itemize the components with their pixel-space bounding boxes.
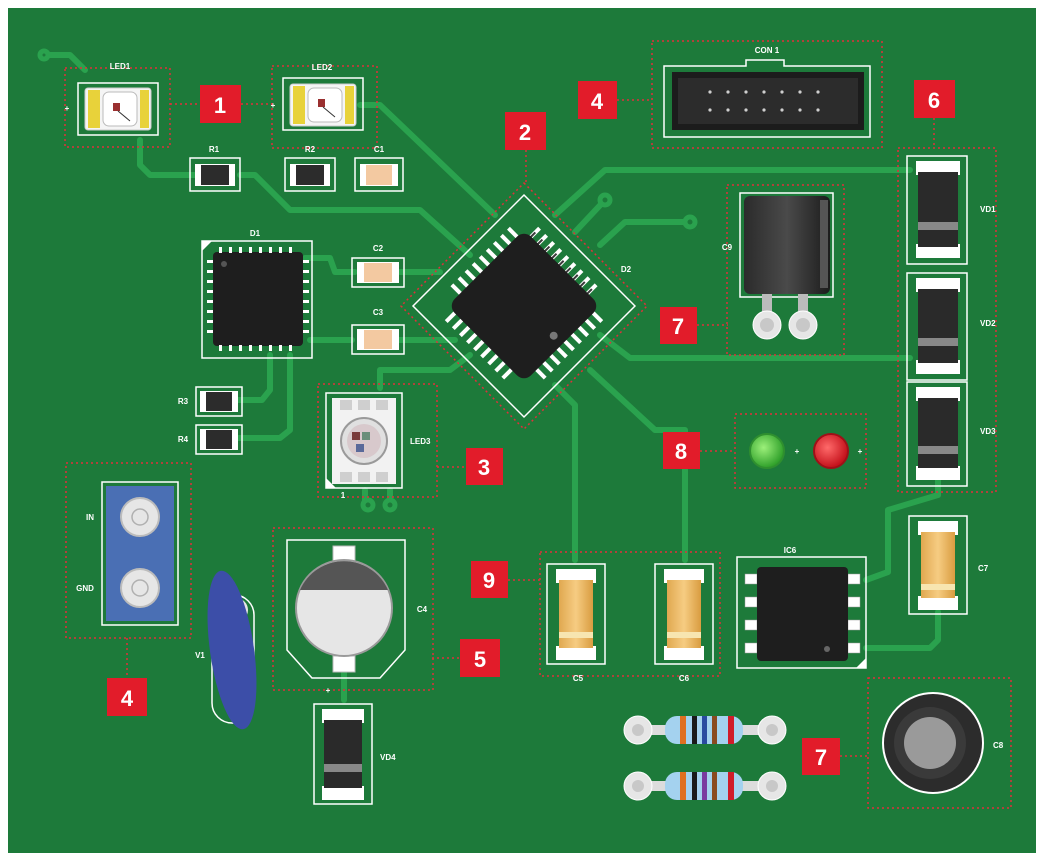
vd3-label: VD3: [980, 427, 996, 436]
r1-resistor: [189, 157, 241, 192]
svg-text:9: 9: [483, 568, 495, 593]
led2-plus: +: [271, 101, 276, 110]
vd2-label: VD2: [980, 319, 996, 328]
callout-badge-7-bottom: 7: [802, 738, 840, 775]
callout-badge-9: 9: [471, 561, 508, 598]
svg-text:5: 5: [474, 647, 486, 672]
terminal-in-label: IN: [86, 513, 94, 522]
svg-text:6: 6: [928, 88, 940, 113]
v1-label: V1: [195, 651, 205, 660]
led3-pin1-label: 1: [341, 491, 346, 500]
callout-badge-2: 2: [505, 112, 546, 150]
red-led-plus: +: [858, 447, 863, 456]
callout-badge-4-top: 4: [578, 81, 617, 119]
c8-label: C8: [993, 741, 1004, 750]
c9-label: C9: [722, 243, 733, 252]
c3-label: C3: [373, 308, 384, 317]
led3-label: LED3: [410, 437, 431, 446]
c4-label: C4: [417, 605, 428, 614]
d1-label: D1: [250, 229, 261, 238]
d1-chip: [201, 240, 313, 359]
callout-badge-6: 6: [914, 80, 955, 118]
d2-qfp-chip: [399, 181, 649, 431]
copper-traces: [41, 52, 941, 703]
callout-leaders: [126, 99, 935, 757]
ic6-chip: [736, 556, 867, 669]
svg-text:2: 2: [519, 120, 531, 145]
svg-text:7: 7: [815, 745, 827, 770]
svg-text:1: 1: [214, 93, 226, 118]
r3-label: R3: [178, 397, 189, 406]
vd1-label: VD1: [980, 205, 996, 214]
svg-text:7: 7: [672, 314, 684, 339]
callout-badge-7-top: 7: [660, 307, 697, 344]
svg-text:8: 8: [675, 439, 687, 464]
vd4-diode: [313, 703, 373, 805]
terminal-gnd-label: GND: [76, 584, 94, 593]
c4-plus: +: [326, 686, 331, 695]
ic6-label: IC6: [784, 546, 797, 555]
callout-badge-4-bottom: 4: [107, 678, 147, 716]
c5-c6-group: [539, 551, 721, 677]
led1-component: [64, 67, 171, 148]
con1-header: [651, 40, 883, 149]
c6-label: C6: [679, 674, 690, 683]
c1-label: C1: [374, 145, 385, 154]
c5-label: C5: [573, 674, 584, 683]
d2-label: D2: [621, 265, 632, 274]
c1-capacitor: [354, 157, 404, 192]
c7-label: C7: [978, 564, 989, 573]
c7-capacitor: [908, 515, 968, 615]
svg-text:4: 4: [591, 89, 604, 114]
c3-capacitor: [351, 324, 405, 355]
indicator-leds: [734, 413, 867, 489]
led2-label: LED2: [312, 63, 333, 72]
r4-resistor: [195, 424, 243, 455]
c8-capacitor: [867, 677, 1012, 809]
green-led-plus: +: [795, 447, 800, 456]
callout-badge-1: 1: [200, 85, 241, 123]
r3-resistor: [195, 386, 243, 417]
svg-text:3: 3: [478, 455, 490, 480]
r4-label: R4: [178, 435, 189, 444]
c9-capacitor: [726, 184, 845, 356]
callout-badge-5: 5: [460, 639, 500, 677]
callout-badge-3: 3: [466, 448, 503, 485]
c2-label: C2: [373, 244, 384, 253]
callout-badge-8: 8: [663, 432, 700, 469]
r2-resistor: [284, 157, 336, 192]
vd4-label: VD4: [380, 753, 396, 762]
led2-component: [271, 65, 378, 149]
vd-diode-group: [897, 147, 997, 493]
led1-label: LED1: [110, 62, 131, 71]
led1-plus: +: [65, 104, 70, 113]
r1-label: R1: [209, 145, 220, 154]
power-terminal: [65, 462, 192, 639]
v1-varistor: [207, 570, 257, 730]
svg-text:4: 4: [121, 686, 134, 711]
trace-pads: [37, 48, 698, 513]
con1-label: CON 1: [755, 46, 780, 55]
through-hole-resistors: [623, 715, 787, 801]
led3-rgb: [317, 383, 438, 498]
r2-label: R2: [305, 145, 316, 154]
c2-capacitor: [351, 257, 405, 288]
c4-battery: [272, 527, 434, 691]
